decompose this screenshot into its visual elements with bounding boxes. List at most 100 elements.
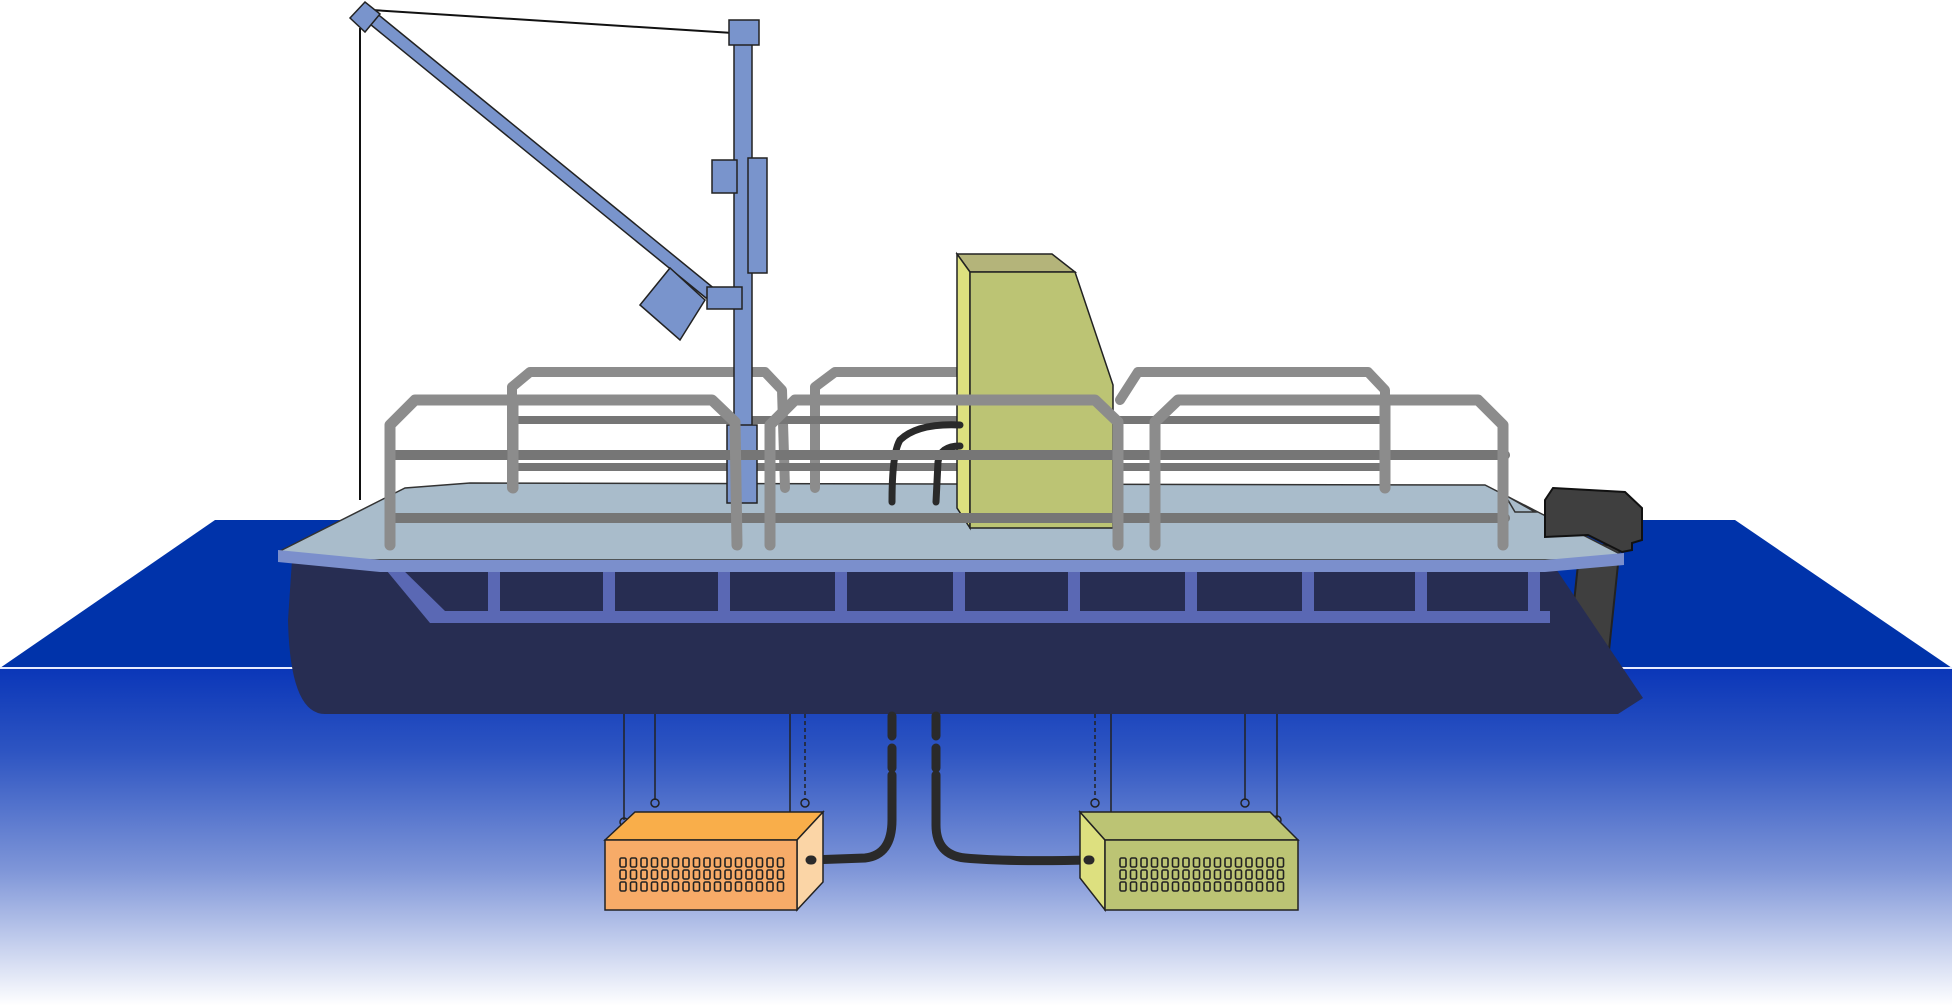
hull-post: [953, 565, 965, 613]
suspension-lines: [619, 714, 1282, 827]
transducer-element: [766, 881, 774, 892]
transducer-element: [1234, 881, 1243, 892]
transducer-element: [1171, 857, 1180, 868]
underwater-cables: [805, 711, 1095, 866]
transducer-element: [1266, 869, 1274, 880]
hull-post: [835, 565, 847, 613]
transducer-element: [1276, 881, 1285, 892]
sonar-transducer-right: [1078, 810, 1300, 913]
transducer-element: [629, 857, 638, 868]
transducer-element: [1150, 857, 1159, 868]
transducer-element: [640, 881, 648, 892]
transducer-element: [661, 869, 669, 880]
cable-right: [931, 770, 1095, 866]
transducer-element: [650, 881, 659, 892]
sonar-left-front: [604, 839, 798, 911]
transducer-element: [1213, 869, 1222, 880]
railing-back: [507, 367, 1390, 493]
transducer-element: [661, 857, 669, 868]
transducer-element: [1224, 869, 1232, 880]
transducer-element: [1150, 881, 1159, 892]
transducer-element: [745, 881, 753, 892]
transducer-element: [1161, 881, 1169, 892]
control-console: [955, 251, 1114, 531]
railing-front: [384, 394, 1510, 551]
hull-post: [718, 565, 730, 613]
crane-cable-top: [371, 9, 734, 34]
transducer-element: [1203, 857, 1211, 868]
console-side: [956, 251, 971, 531]
transducer-element: [629, 881, 638, 892]
transducer-element: [734, 881, 743, 892]
transducer-element: [703, 857, 711, 868]
transducer-element: [619, 869, 627, 880]
transducer-element: [1276, 869, 1285, 880]
crane-counterweight: [638, 266, 706, 342]
deck: [278, 482, 1624, 572]
transducer-element: [713, 857, 722, 868]
hull-railing: [382, 565, 1550, 623]
motor-head: [1544, 486, 1643, 554]
shackle: [800, 798, 810, 808]
transducer-element: [619, 857, 627, 868]
transducer-element: [1213, 881, 1222, 892]
transducer-element: [703, 881, 711, 892]
deck-cable-left: [888, 421, 964, 506]
crane-icon: [348, 0, 768, 504]
transducer-element: [671, 857, 680, 868]
shackle: [650, 798, 660, 808]
transducer-element: [1161, 869, 1169, 880]
transducer-element: [745, 869, 753, 880]
transducer-element: [1234, 857, 1243, 868]
transducer-element: [692, 869, 701, 880]
transducer-element: [1119, 881, 1127, 892]
cable-left: [805, 770, 897, 865]
sonar-left-array: [619, 857, 785, 892]
transducer-element: [1140, 857, 1148, 868]
front-rail-middle: [764, 394, 1124, 551]
transducer-element: [619, 881, 627, 892]
transducer-element: [1213, 857, 1222, 868]
transducer-element: [755, 857, 764, 868]
transducer-element: [640, 869, 648, 880]
sonar-right-top: [1078, 811, 1300, 841]
transducer-element: [629, 869, 638, 880]
transducer-element: [1140, 881, 1148, 892]
transducer-element: [1245, 857, 1253, 868]
transducer-element: [755, 869, 764, 880]
transducer-element: [640, 857, 648, 868]
crane-boom: [363, 11, 718, 299]
transducer-element: [1171, 881, 1180, 892]
transducer-element: [1182, 869, 1190, 880]
hull-post: [488, 565, 500, 613]
transducer-element: [1224, 857, 1232, 868]
sonar-transducer-left: [603, 810, 825, 912]
transducer-element: [734, 857, 743, 868]
hull-post: [1528, 565, 1540, 613]
transducer-element: [713, 869, 722, 880]
transducer-element: [703, 869, 711, 880]
hull-post: [603, 565, 615, 613]
transducer-element: [1150, 869, 1159, 880]
transducer-element: [650, 857, 659, 868]
sonar-right-front: [1104, 839, 1299, 911]
front-rail-left: [384, 394, 743, 551]
deck-trim: [278, 550, 1624, 572]
crane-block: [711, 159, 738, 194]
transducer-element: [1129, 881, 1138, 892]
crane-panel: [747, 157, 768, 274]
water-body: [0, 668, 1952, 1006]
transducer-element: [682, 857, 690, 868]
sonar-right-array: [1119, 857, 1285, 892]
transducer-element: [1245, 869, 1253, 880]
transducer-element: [1182, 857, 1190, 868]
transducer-element: [1119, 857, 1127, 868]
transducer-element: [1245, 881, 1253, 892]
transducer-element: [1255, 881, 1264, 892]
transducer-element: [1203, 869, 1211, 880]
transducer-element: [745, 857, 753, 868]
back-rail-middle: [810, 367, 970, 493]
transducer-element: [776, 857, 785, 868]
transducer-element: [724, 869, 732, 880]
